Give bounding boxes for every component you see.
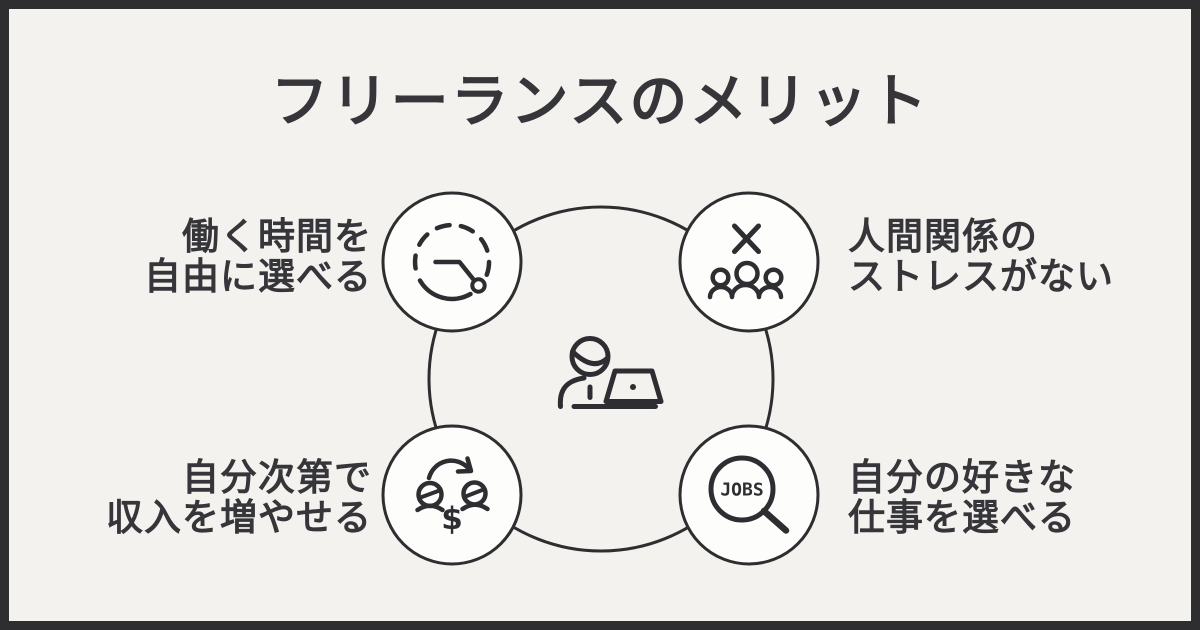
x-mark-icon	[732, 223, 761, 254]
label-line: 自由に選べる	[144, 256, 372, 297]
laptop-icon	[603, 368, 664, 404]
label-line: 自分次第で	[182, 457, 372, 498]
connector-circle	[427, 205, 775, 553]
item-circle-bottom-left	[381, 424, 523, 566]
clock-icon	[412, 222, 492, 302]
label-work-time: 働く時間を 自由に選べる	[144, 217, 372, 297]
label-line: 人間関係の	[848, 216, 1038, 257]
job-search-icon: JOBS	[708, 455, 790, 534]
people-no-stress-icon	[707, 223, 784, 300]
label-line: ストレスがない	[848, 256, 1114, 297]
label-line: 自分の好きな	[848, 457, 1076, 498]
label-line: 仕事を選べる	[848, 497, 1076, 538]
dollar-sign: $	[441, 501, 463, 537]
magnifier-lens-icon	[708, 455, 776, 523]
arrow-head-icon	[455, 456, 474, 474]
magnifier-handle-icon	[760, 507, 790, 534]
money-increase-icon: $	[415, 456, 490, 537]
label-choose-jobs: 自分の好きな 仕事を選べる	[848, 458, 1076, 538]
label-line: 収入を増やせる	[106, 497, 372, 538]
label-no-stress: 人間関係の ストレスがない	[848, 217, 1114, 297]
page-title: フリーランスのメリット	[270, 69, 930, 134]
jobs-label: JOBS	[720, 480, 763, 501]
person-at-laptop-icon	[557, 336, 664, 409]
label-line: 働く時間を	[182, 216, 372, 257]
label-income: 自分次第で 収入を増やせる	[106, 458, 372, 538]
